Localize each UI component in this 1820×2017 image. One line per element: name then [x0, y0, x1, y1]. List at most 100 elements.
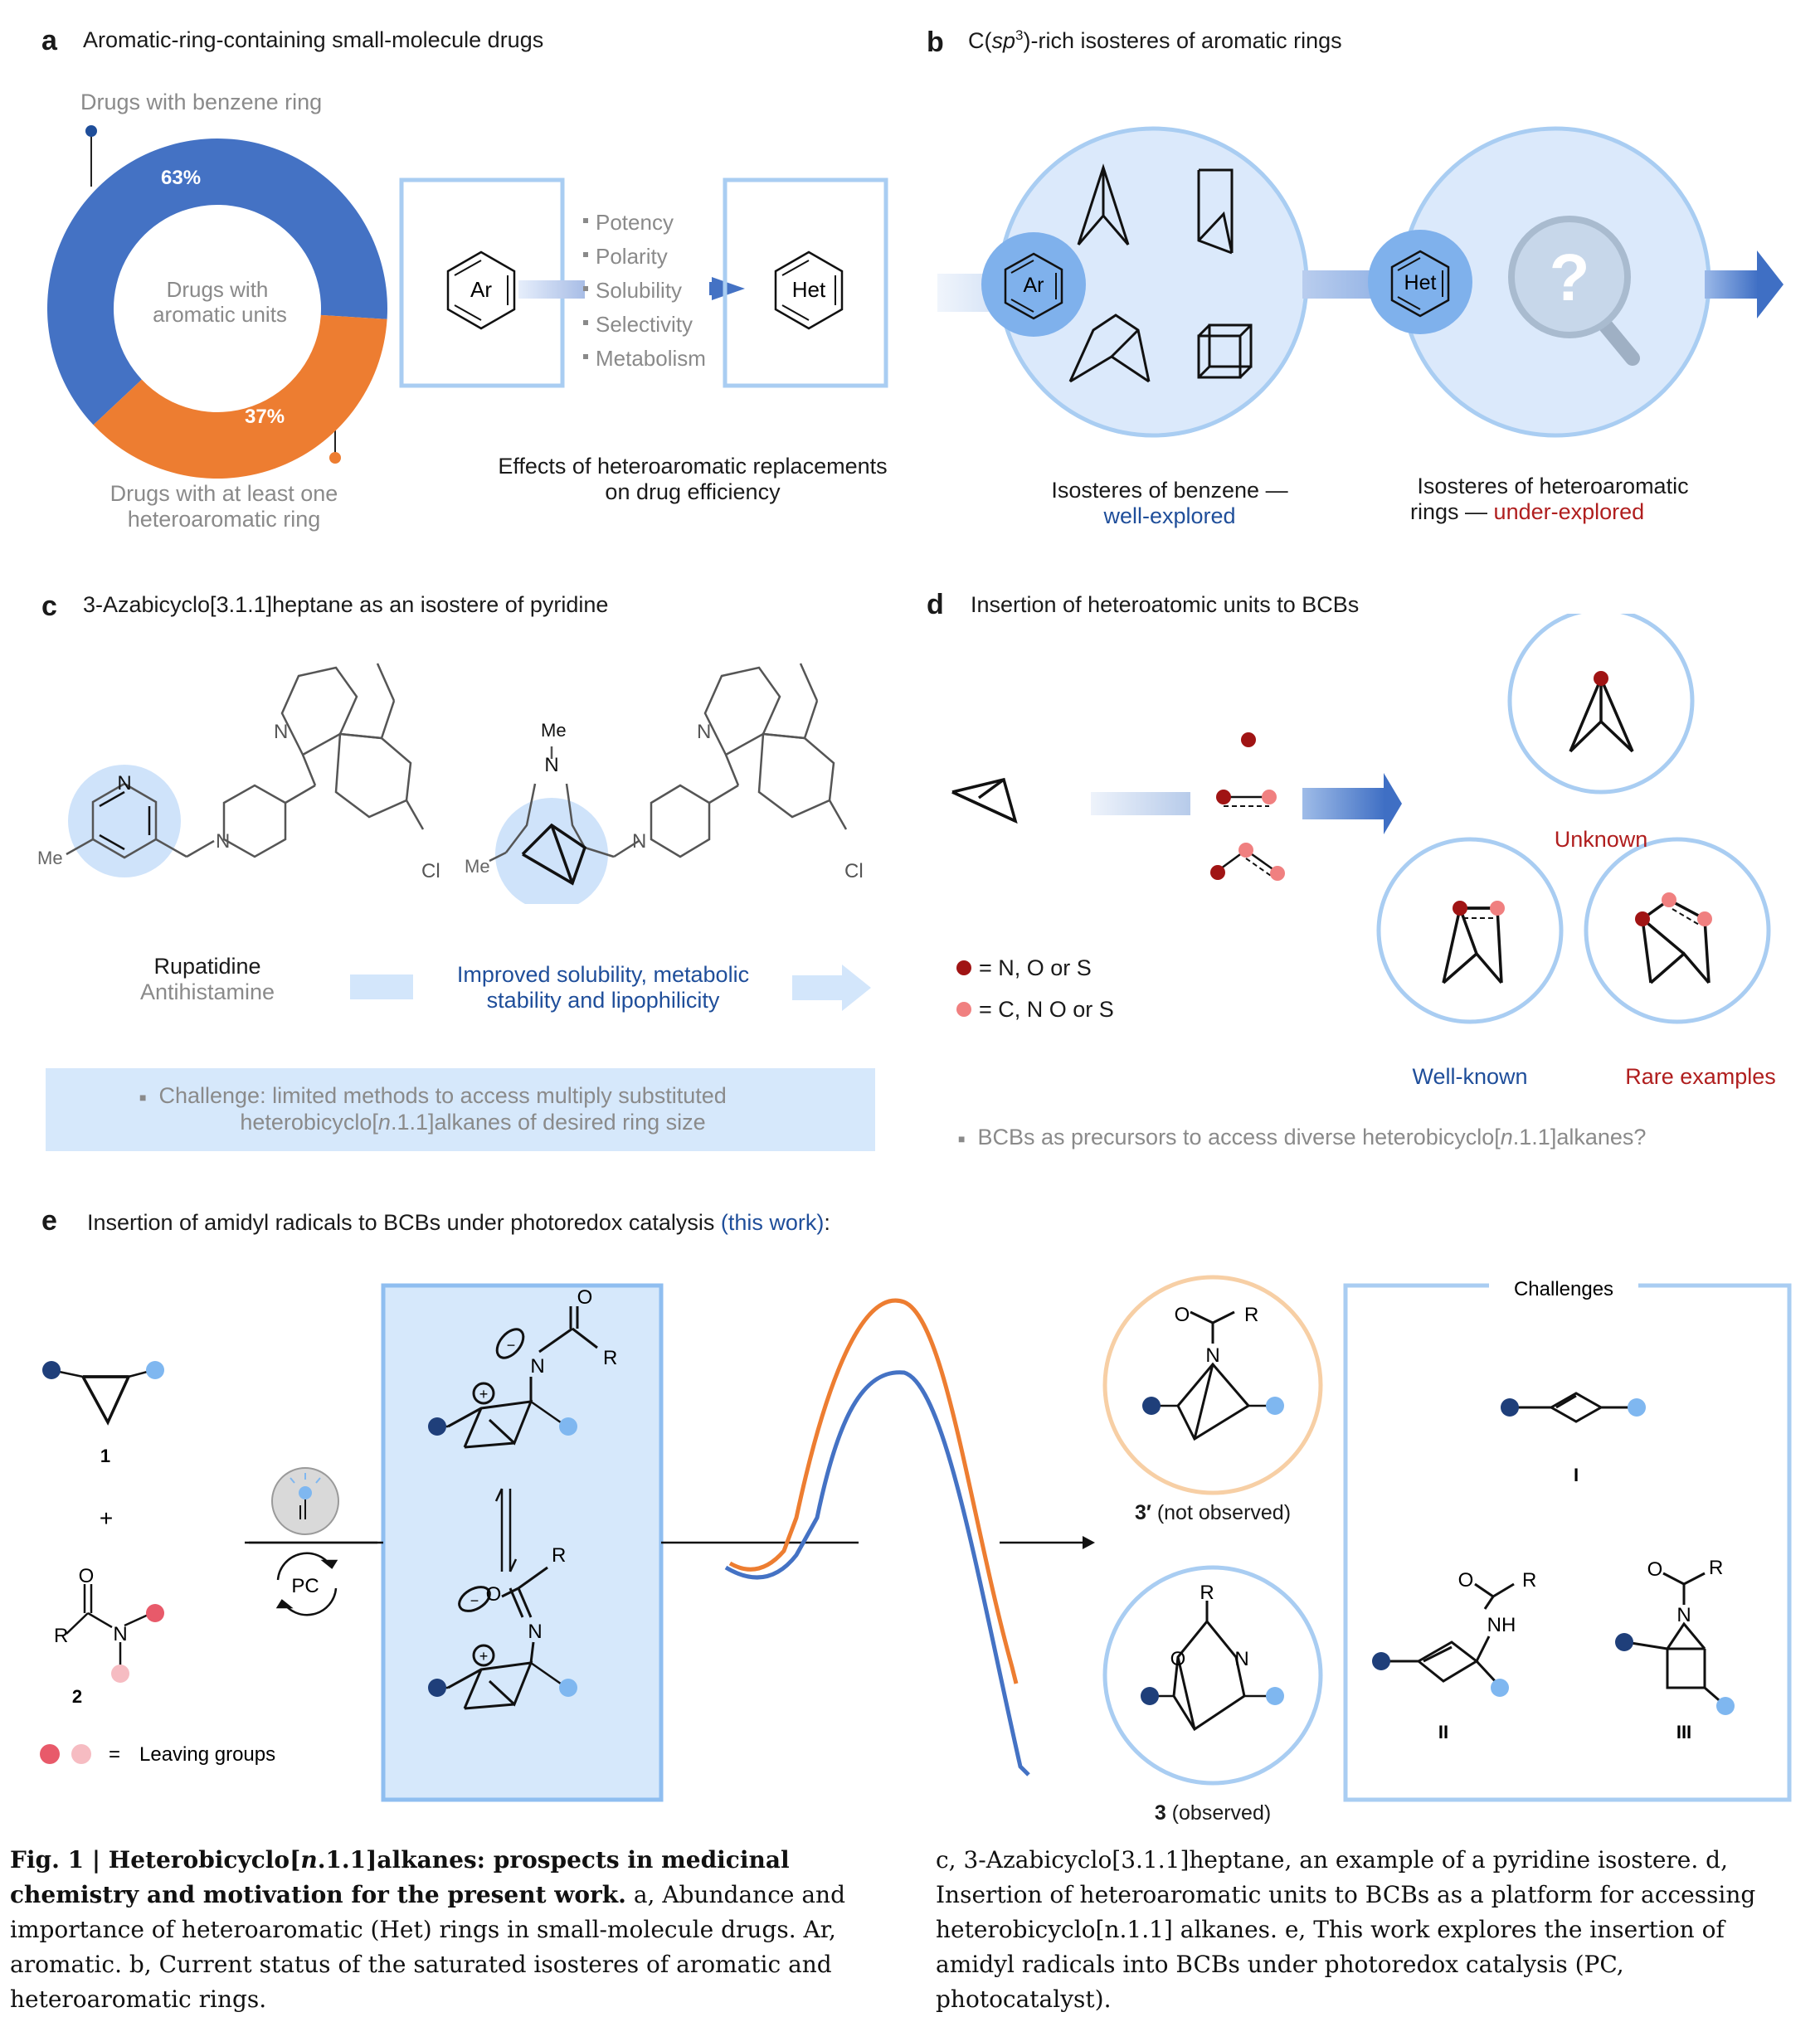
rupatidine-molecule	[66, 663, 425, 859]
plus-sign: +	[100, 1505, 113, 1531]
challenge-ii-nh: NH	[1487, 1614, 1516, 1636]
challenge-i-light-dot	[1628, 1398, 1646, 1417]
panel-a-graphics: 63% 37% Drugs with aromatic units Ar Pot…	[47, 125, 888, 479]
pyridine-highlight	[68, 765, 181, 877]
donut-center-line2: aromatic units	[153, 302, 287, 327]
leaving-group-dark	[146, 1604, 164, 1622]
bcb-compound-1	[51, 1368, 154, 1426]
panel-d-letter: d	[927, 589, 944, 620]
insertion-fade-bar	[1091, 792, 1190, 815]
compound-2-label: 2	[72, 1686, 82, 1707]
ar-benzene-icon	[1004, 252, 1063, 320]
bcp-cage-icon	[1077, 163, 1130, 245]
panel-e-graphics: 1 + O R N 2 = Leaving groups PC	[40, 1275, 1792, 1802]
hetero-isostere-caption: Isosteres of heteroaromatic	[1417, 474, 1689, 498]
legend-light-dot	[956, 1002, 971, 1017]
het-circle	[1368, 230, 1472, 334]
norbornane-cage-icon	[1068, 313, 1151, 383]
anion-minus: −	[507, 1337, 516, 1354]
imidate-anion-minus: −	[470, 1592, 479, 1609]
radical-n: N	[530, 1355, 544, 1378]
property-item: Metabolism	[596, 346, 706, 371]
azabicycle-highlight	[495, 798, 608, 904]
product3-light-dot	[1266, 1687, 1284, 1705]
product3-dark-dot	[1141, 1687, 1159, 1705]
het-box	[723, 177, 888, 388]
under-explored-arrow	[1705, 270, 1759, 299]
rare-label: Rare examples	[1625, 1064, 1776, 1089]
hetero-drugs-label-1: Drugs with at least one	[109, 481, 338, 506]
hetero-pct: 37%	[245, 406, 285, 428]
challenge-ii-r: R	[1522, 1569, 1536, 1592]
hetero-isostere-caption-2: rings — under-explored	[1410, 499, 1645, 524]
caption-right: c, 3-Azabicyclo[3.1.1]heptane, an exampl…	[936, 1846, 1756, 2013]
bcb-question: ■ BCBs as precursors to access diverse h…	[958, 1125, 1647, 1149]
benzene-leader-dot	[85, 125, 97, 137]
challenge-i-dark-dot	[1501, 1398, 1519, 1417]
light-bulb-icon	[271, 1467, 339, 1535]
property-item: Solubility	[596, 278, 682, 303]
bridgehead-methyl-label: Me	[465, 856, 490, 877]
challenge-iii-o: O	[1647, 1558, 1663, 1581]
donut-center-line1: Drugs with	[167, 277, 269, 302]
rare-dark-dot	[1635, 911, 1650, 926]
rare-light-dot-1	[1662, 892, 1676, 907]
challenge-ii-dark-dot	[1372, 1652, 1390, 1670]
compound-1-label: 1	[100, 1446, 110, 1466]
azabicycle-molecule	[489, 663, 848, 863]
leaving-group-light	[111, 1665, 129, 1683]
benzene-isostere-status: well-explored	[1103, 503, 1236, 528]
caption-left: Fig. 1 | Heterobicyclo[n.1.1]alkanes: pr…	[10, 1846, 845, 2013]
property-item: Selectivity	[596, 312, 693, 337]
panel-e-letter: e	[41, 1205, 57, 1237]
property-list: Potency Polarity Solubility Selectivity …	[583, 210, 706, 371]
product3-n: N	[1234, 1648, 1248, 1670]
panel-d-graphics	[951, 614, 1771, 1024]
piperidine-n: N	[216, 830, 230, 853]
pyridine-n-3: N	[697, 721, 711, 743]
dark-atom-dot	[1241, 732, 1256, 747]
ar-het-fade-bar	[518, 280, 585, 299]
challenge-ii-label: II	[1438, 1722, 1448, 1742]
hetero-leader-dot	[329, 452, 341, 464]
challenge-box	[46, 1068, 875, 1151]
benzene-isostere-caption: Isosteres of benzene —	[1051, 478, 1288, 503]
legend-leaving-dark	[40, 1744, 60, 1764]
challenge-ii-light-dot	[1491, 1679, 1509, 1697]
panel-b-graphics: Ar Het ?	[937, 126, 1784, 438]
challenges-title: Challenges	[1514, 1278, 1613, 1300]
r-group: R	[54, 1625, 68, 1647]
product3-r: R	[1200, 1582, 1214, 1604]
bcb-icon	[951, 777, 1018, 824]
leaving-groups-label: Leaving groups	[139, 1743, 275, 1766]
cation-plus: +	[479, 1386, 489, 1402]
het-hexagon-icon	[774, 250, 844, 330]
improvement-line-2: stability and lipophilicity	[486, 988, 720, 1013]
drug-class: Antihistamine	[139, 979, 275, 1004]
legend-leaving-light	[71, 1744, 91, 1764]
equilibrium-arrows-icon	[494, 1488, 518, 1572]
hetero-drugs-label-2: heteroaromatic ring	[127, 507, 321, 532]
well-known-dark-dot	[1453, 901, 1467, 916]
ar-circle	[981, 232, 1086, 337]
pyridine-n: N	[117, 772, 131, 795]
well-known-light-dot	[1490, 901, 1505, 916]
ar-label-b: Ar	[1024, 274, 1044, 297]
panel-b-letter: b	[927, 27, 944, 58]
benzene-pct: 63%	[161, 167, 201, 189]
panel-d-title: Insertion of heteroatomic units to BCBs	[971, 592, 1360, 617]
rare-circle	[1584, 837, 1771, 1024]
property-item: Polarity	[596, 244, 668, 269]
drug-name: Rupatidine	[153, 954, 261, 979]
unknown-heteroatom-dot	[1594, 671, 1608, 686]
challenge-iii-label: III	[1676, 1722, 1691, 1742]
imidate-intermediate	[447, 1566, 548, 1710]
pc-label: PC	[291, 1575, 319, 1597]
amide-compound-2	[66, 1584, 153, 1667]
product-3prime-label: 3′ (not observed)	[1134, 1501, 1292, 1524]
dark-light-light-triad	[1210, 843, 1285, 881]
substituent-dark-blue	[42, 1361, 61, 1379]
legend-dark-label: = N, O or S	[979, 955, 1092, 980]
improvement-bar-left	[350, 974, 413, 999]
panel-a-title: Aromatic-ring-containing small-molecule …	[83, 27, 544, 52]
